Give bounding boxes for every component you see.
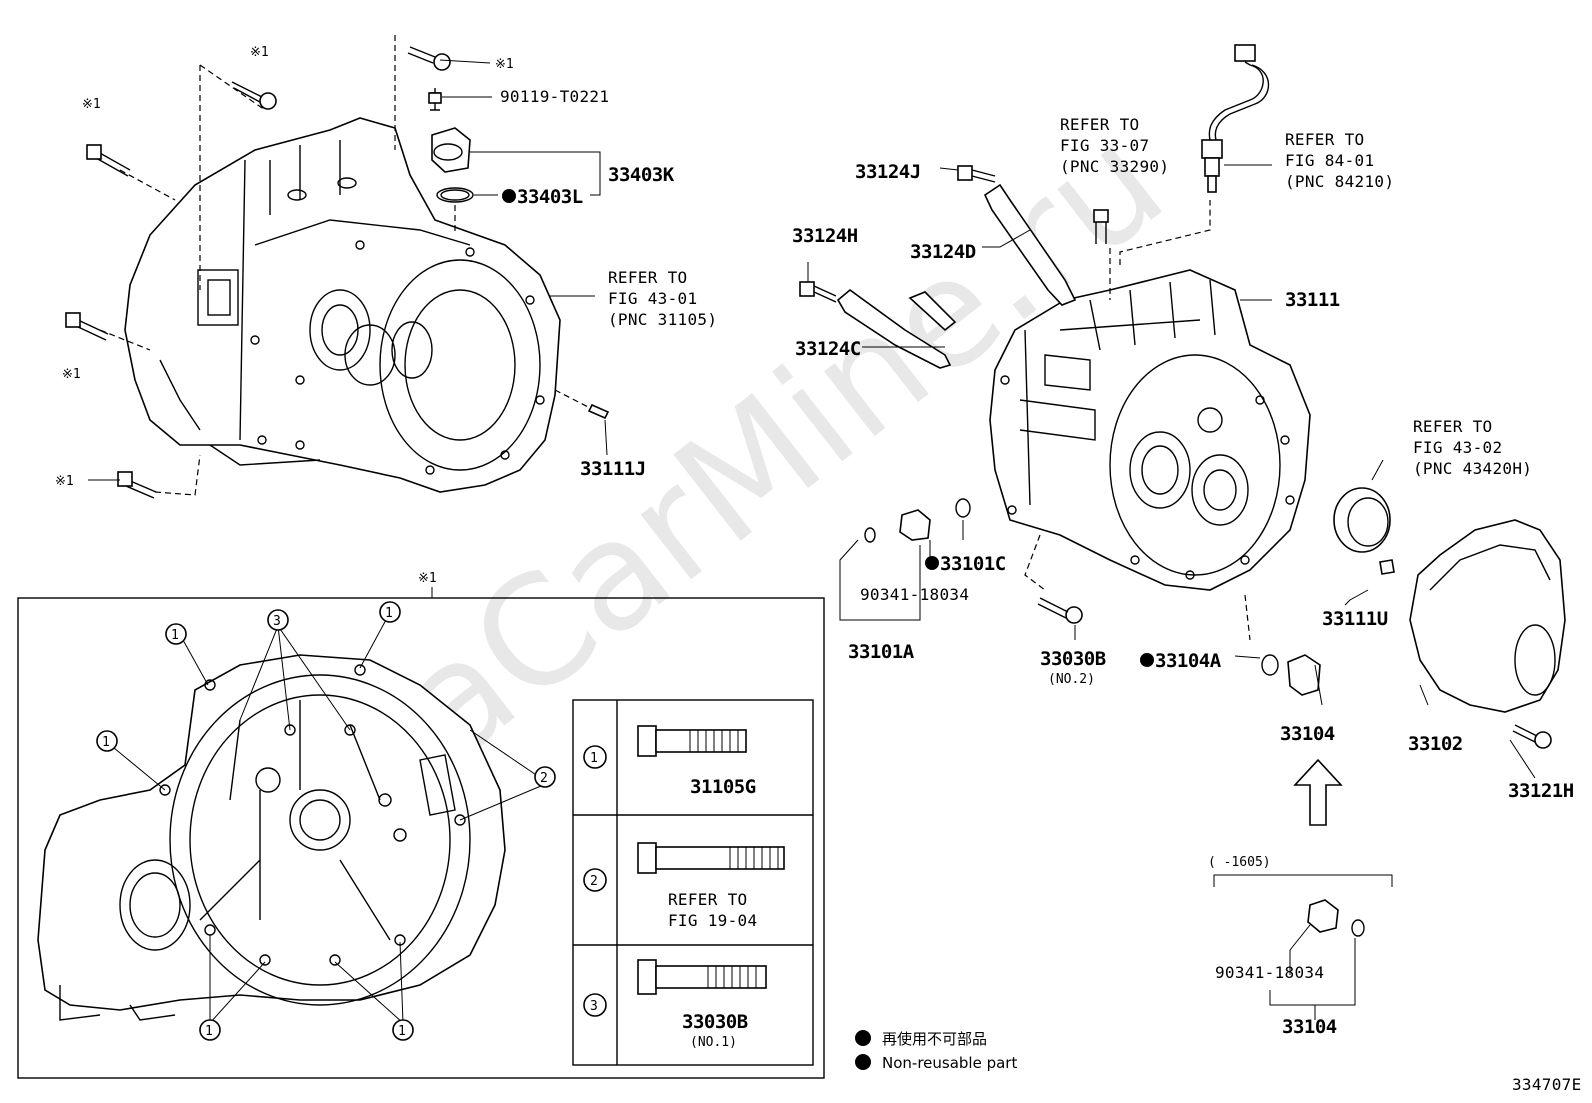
asterisk-mark: ※1 — [62, 367, 81, 382]
refer-label: REFER TO — [1285, 130, 1364, 149]
svg-text:2: 2 — [540, 771, 548, 786]
range-label: ( -1605) — [1208, 855, 1271, 870]
refer-label: FIG 33-07 — [1060, 136, 1149, 155]
diagram-code: 334707E — [1512, 1075, 1582, 1094]
part-label-33104: 33104 — [1282, 1016, 1337, 1038]
asterisk-mark: ※1 — [418, 571, 437, 586]
table-part-label: 31105G — [690, 776, 756, 798]
non-reusable-dot — [1140, 653, 1154, 667]
svg-text:1: 1 — [171, 628, 179, 643]
housing-detail-drawing — [37, 654, 506, 1021]
part-label-33111: 33111 — [1285, 289, 1340, 311]
part-label-33403k: 33403K — [608, 164, 675, 186]
cover-icon — [1409, 519, 1566, 713]
plug-icon — [864, 498, 1395, 696]
svg-text:1: 1 — [385, 606, 393, 621]
refer-label: (PNC 31105) — [608, 310, 717, 329]
bolt-icon — [65, 46, 451, 499]
part-sub-label: (NO.2) — [1048, 672, 1095, 687]
part-label-33121h: 33121H — [1508, 780, 1574, 802]
refer-label: FIG 43-01 — [608, 289, 697, 308]
part-label-33102: 33102 — [1408, 733, 1463, 755]
pin-icon — [587, 403, 610, 420]
part-label-33124h: 33124H — [792, 225, 858, 247]
callout-circles: 1 1 3 1 2 1 1 — [96, 601, 556, 1041]
part-label-33403l: 33403L — [517, 186, 583, 208]
asterisk-mark: ※1 — [495, 57, 514, 72]
table-row-number: 1 — [590, 751, 598, 766]
table-part-sub: FIG 19-04 — [668, 911, 757, 930]
refer-label: FIG 84-01 — [1285, 151, 1374, 170]
part-label-33101c: 33101C — [940, 553, 1006, 575]
table-row-number: 2 — [590, 874, 598, 889]
part-label-90119-t0221: 90119-T0221 — [500, 87, 609, 106]
svg-text:3: 3 — [273, 614, 281, 629]
svg-text:1: 1 — [205, 1024, 213, 1039]
transmission-case-drawing — [989, 269, 1311, 591]
part-label-90341-18034: 90341-18034 — [1215, 963, 1324, 982]
refer-label: (PNC 84210) — [1285, 172, 1394, 191]
table-row-number: 3 — [590, 999, 598, 1014]
legend: 再使用不可部品 Non-reusable part — [855, 1030, 1017, 1072]
part-label-90341-18034: 90341-18034 — [860, 585, 969, 604]
leader-lines — [99, 35, 608, 496]
part-label-33124d: 33124D — [910, 241, 976, 263]
asterisk-mark: ※1 — [82, 97, 101, 112]
refer-label: REFER TO — [1060, 115, 1139, 134]
bolt-table: 1 2 3 31105G REFER TO FIG 19-04 33030B (… — [572, 699, 814, 1066]
refer-label: FIG 43-02 — [1413, 438, 1502, 457]
arrow-up-icon — [1293, 758, 1343, 826]
non-reusable-dot — [502, 189, 516, 203]
part-label-33111u: 33111U — [1322, 608, 1388, 630]
variant-group — [1213, 874, 1393, 1020]
svg-text:1: 1 — [398, 1024, 406, 1039]
legend-text-en: Non-reusable part — [882, 1054, 1017, 1072]
asterisk-mark: ※1 — [55, 474, 74, 489]
bracket-icon — [983, 183, 1077, 306]
sensor-icon — [1201, 44, 1270, 193]
bracket-icon — [836, 288, 952, 369]
refer-label: (PNC 33290) — [1060, 157, 1169, 176]
legend-text-jp: 再使用不可部品 — [882, 1030, 987, 1048]
table-part-label: REFER TO — [668, 890, 747, 909]
transaxle-housing-drawing — [124, 117, 561, 493]
non-reusable-dot — [925, 556, 939, 570]
part-label-33101a: 33101A — [848, 641, 915, 663]
refer-label: (PNC 43420H) — [1413, 459, 1532, 478]
asterisk-mark: ※1 — [250, 45, 269, 60]
table-part-label: 33030B — [682, 1011, 748, 1033]
refer-label: REFER TO — [608, 268, 687, 287]
part-label-33111j: 33111J — [580, 458, 646, 480]
leader-lines — [807, 164, 1536, 779]
part-label-33104a: 33104A — [1155, 650, 1222, 672]
part-label-33124c: 33124C — [795, 338, 861, 360]
part-label-33104: 33104 — [1280, 723, 1335, 745]
bolt-icon — [799, 165, 1552, 749]
oil-seal-icon — [1333, 487, 1391, 553]
part-label-33030b: 33030B — [1040, 648, 1106, 670]
part-label-33124j: 33124J — [855, 161, 921, 183]
fitting-icon — [428, 88, 474, 203]
refer-label: REFER TO — [1413, 417, 1492, 436]
svg-text:1: 1 — [102, 735, 110, 750]
table-part-sub: (NO.1) — [690, 1035, 737, 1050]
detail-box — [17, 597, 825, 1079]
